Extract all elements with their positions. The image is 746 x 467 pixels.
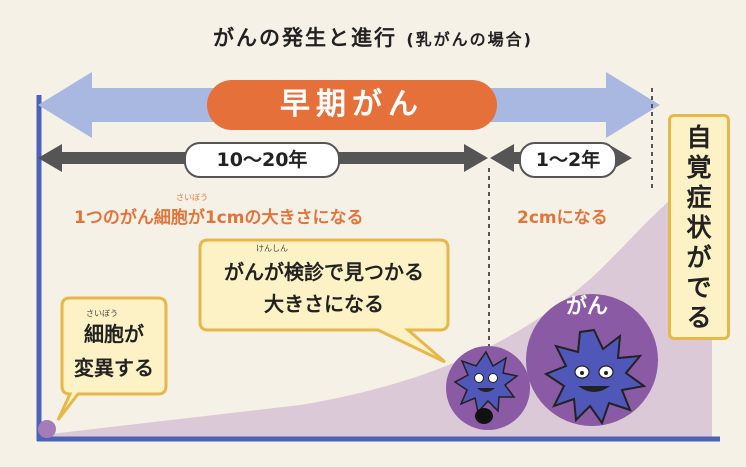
small-cancer-cell [453,350,519,424]
symptom-char: 自 [686,123,712,152]
bubble-left-line2: 変異する [74,356,154,380]
title-sub: (乳がんの場合) [406,30,533,49]
bubble-mid-line2: 大きさになる [264,292,384,316]
origin-cell-dot [38,420,56,438]
symptom-char: 状 [686,213,712,242]
bubble-left-line1: 細胞が [84,322,144,346]
stage1-ruby: さいぼう [176,193,208,202]
symptom-box: 自 覚 症 状 が で る [668,114,730,340]
period2-label: 1〜2年 [519,142,617,178]
stage2-text: 2cmになる [517,208,608,228]
bubble-mid-shape [198,238,450,364]
title-main: がんの発生と進行 [213,26,398,50]
bubble-left-shape [56,296,168,421]
symptom-char: 覚 [686,153,712,182]
early-cancer-label: 早期がん [207,80,497,130]
page-title: がんの発生と進行 (乳がんの場合) [0,22,746,52]
bubble-mid-ruby: けんしん [256,244,288,253]
bubble-left-ruby: さいぼう [86,309,118,318]
symptom-char: で [686,273,712,302]
cancer-label: がん [566,294,608,318]
symptom-char: 症 [686,183,712,212]
symptom-char: る [686,303,712,332]
stage1-text: 1つのがん細胞が1cmの大きさになる [74,208,364,228]
big-cancer-cell [543,328,647,426]
symptom-char: が [686,243,712,272]
bubble-mid-line1: がんが検診で見つかる [224,260,424,284]
period1-label: 10〜20年 [184,142,340,178]
